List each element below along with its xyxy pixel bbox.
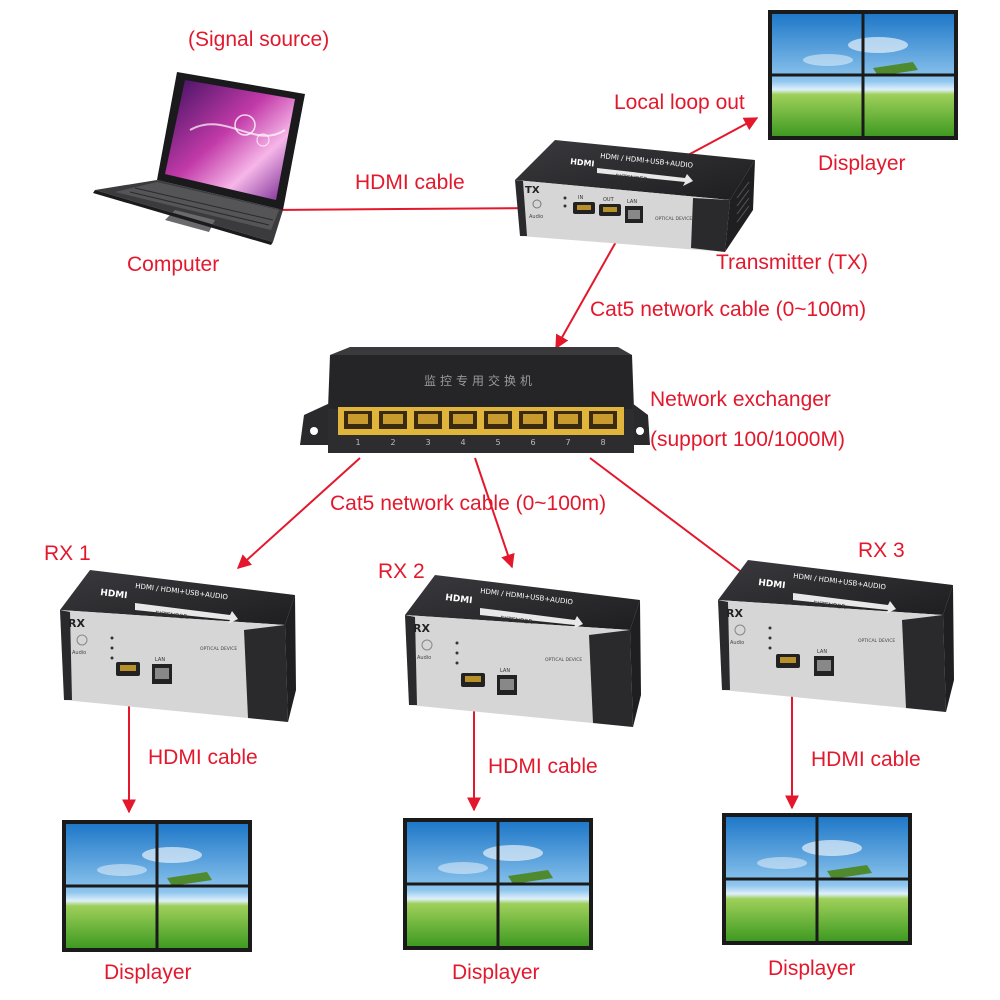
network-exchanger-support-label: (support 100/1000M) xyxy=(650,428,845,451)
display-label-rx2: Displayer xyxy=(452,961,540,984)
switch-port-number: 3 xyxy=(425,438,430,447)
tx-tag: TX xyxy=(525,185,540,196)
rx-port-lan-label: LAN xyxy=(155,657,165,663)
rx-device-1: HDMI HDMI / HDMI+USB+AUDIO EXTENDER RX A… xyxy=(60,570,300,730)
switch-port-contacts xyxy=(523,414,543,424)
signal-source-label: (Signal source) xyxy=(188,28,330,51)
rx-tag: RX xyxy=(726,607,743,620)
switch-port-number: 8 xyxy=(600,438,605,447)
display-loop xyxy=(768,10,958,140)
switch-port-contacts xyxy=(383,414,403,424)
switch-chinese-label: 监控专用交换机 xyxy=(424,373,536,388)
rx-optical-text: OPTICAL DEVICE xyxy=(545,657,582,663)
display-label-rx3: Displayer xyxy=(768,957,856,980)
power-icon xyxy=(734,624,746,636)
display-rx1 xyxy=(62,820,252,952)
tx-port-in-label: IN xyxy=(578,195,583,201)
computer-label: Computer xyxy=(127,253,220,276)
display-label-rx1: Displayer xyxy=(104,961,192,984)
tx-power-text: Audio xyxy=(529,214,543,220)
switch-port-number: 1 xyxy=(355,438,360,447)
power-icon xyxy=(421,639,433,651)
switch-port-contacts xyxy=(593,414,613,424)
rx-optical-text: OPTICAL DEVICE xyxy=(200,646,237,652)
hdmi-cable-label-rx3: HDMI cable xyxy=(811,748,921,771)
cat5-label-tx: Cat5 network cable (0~100m) xyxy=(590,298,867,321)
rx-tag: RX xyxy=(68,617,85,630)
tx-optical-text: OPTICAL DEVICE xyxy=(655,216,692,222)
rx-tag: RX xyxy=(413,622,430,635)
switch-port-contacts xyxy=(488,414,508,424)
switch-port-number: 2 xyxy=(390,438,395,447)
rx-optical-text: OPTICAL DEVICE xyxy=(858,638,895,644)
rx-device-2: HDMI HDMI / HDMI+USB+AUDIO EXTENDER RX A… xyxy=(405,575,645,735)
display-rx3 xyxy=(722,813,912,945)
rx-logo: HDMI xyxy=(100,588,128,601)
rx-extender-text: EXTENDER xyxy=(813,600,846,611)
rx2-label: RX 2 xyxy=(378,560,425,583)
rx-extender-text: EXTENDER xyxy=(155,610,188,621)
switch-port-contacts xyxy=(558,414,578,424)
arrow-computer-to-tx xyxy=(271,201,542,216)
rx1-label: RX 1 xyxy=(44,542,91,565)
rx-device-3: HDMI HDMI / HDMI+USB+AUDIO EXTENDER RX A… xyxy=(718,560,958,720)
hdmi-cable-label-source: HDMI cable xyxy=(355,171,465,194)
rx-logo: HDMI xyxy=(758,578,786,591)
tx-port-out-label: OUT xyxy=(603,197,615,203)
rx-power-text: Audio xyxy=(730,640,744,646)
switch-port-number: 5 xyxy=(495,438,500,447)
rx-port-lan-label: LAN xyxy=(500,668,510,674)
transmitter-label: Transmitter (TX) xyxy=(716,251,869,274)
rx-power-text: Audio xyxy=(72,650,86,656)
power-icon xyxy=(76,634,88,646)
rx-power-text: Audio xyxy=(417,655,431,661)
network-switch: 监控专用交换机 1 2 3 4 5 6 7 8 xyxy=(300,345,650,465)
tx-port-lan-label: LAN xyxy=(627,199,637,205)
display-label-loop: Displayer xyxy=(818,152,906,175)
tx-logo: HDMI xyxy=(570,157,595,168)
rx-extender-text: EXTENDER xyxy=(500,615,533,626)
display-rx2 xyxy=(403,818,593,950)
switch-port-contacts xyxy=(418,414,438,424)
rx-logo: HDMI xyxy=(445,593,473,606)
hdmi-cable-label-rx2: HDMI cable xyxy=(488,755,598,778)
rx3-label: RX 3 xyxy=(858,539,905,562)
rx-port-lan-label: LAN xyxy=(817,649,827,655)
cat5-label-switch: Cat5 network cable (0~100m) xyxy=(330,492,607,515)
local-loop-out-label: Local loop out xyxy=(614,91,745,114)
network-exchanger-label: Network exchanger xyxy=(650,388,831,411)
power-icon xyxy=(532,199,542,209)
switch-port-contacts xyxy=(348,414,368,424)
computer-laptop xyxy=(93,70,305,245)
hdmi-cable-label-rx1: HDMI cable xyxy=(148,746,258,769)
transmitter-device: HDMI HDMI / HDMI+USB+AUDIO EXTENDER TX A… xyxy=(515,140,755,255)
switch-port-number: 7 xyxy=(565,438,570,447)
switch-port-number: 4 xyxy=(460,438,465,447)
switch-port-contacts xyxy=(453,414,473,424)
arrow-tx-to-switch xyxy=(555,239,618,350)
tx-extender-text: EXTENDER xyxy=(615,173,648,183)
switch-port-number: 6 xyxy=(530,438,535,447)
